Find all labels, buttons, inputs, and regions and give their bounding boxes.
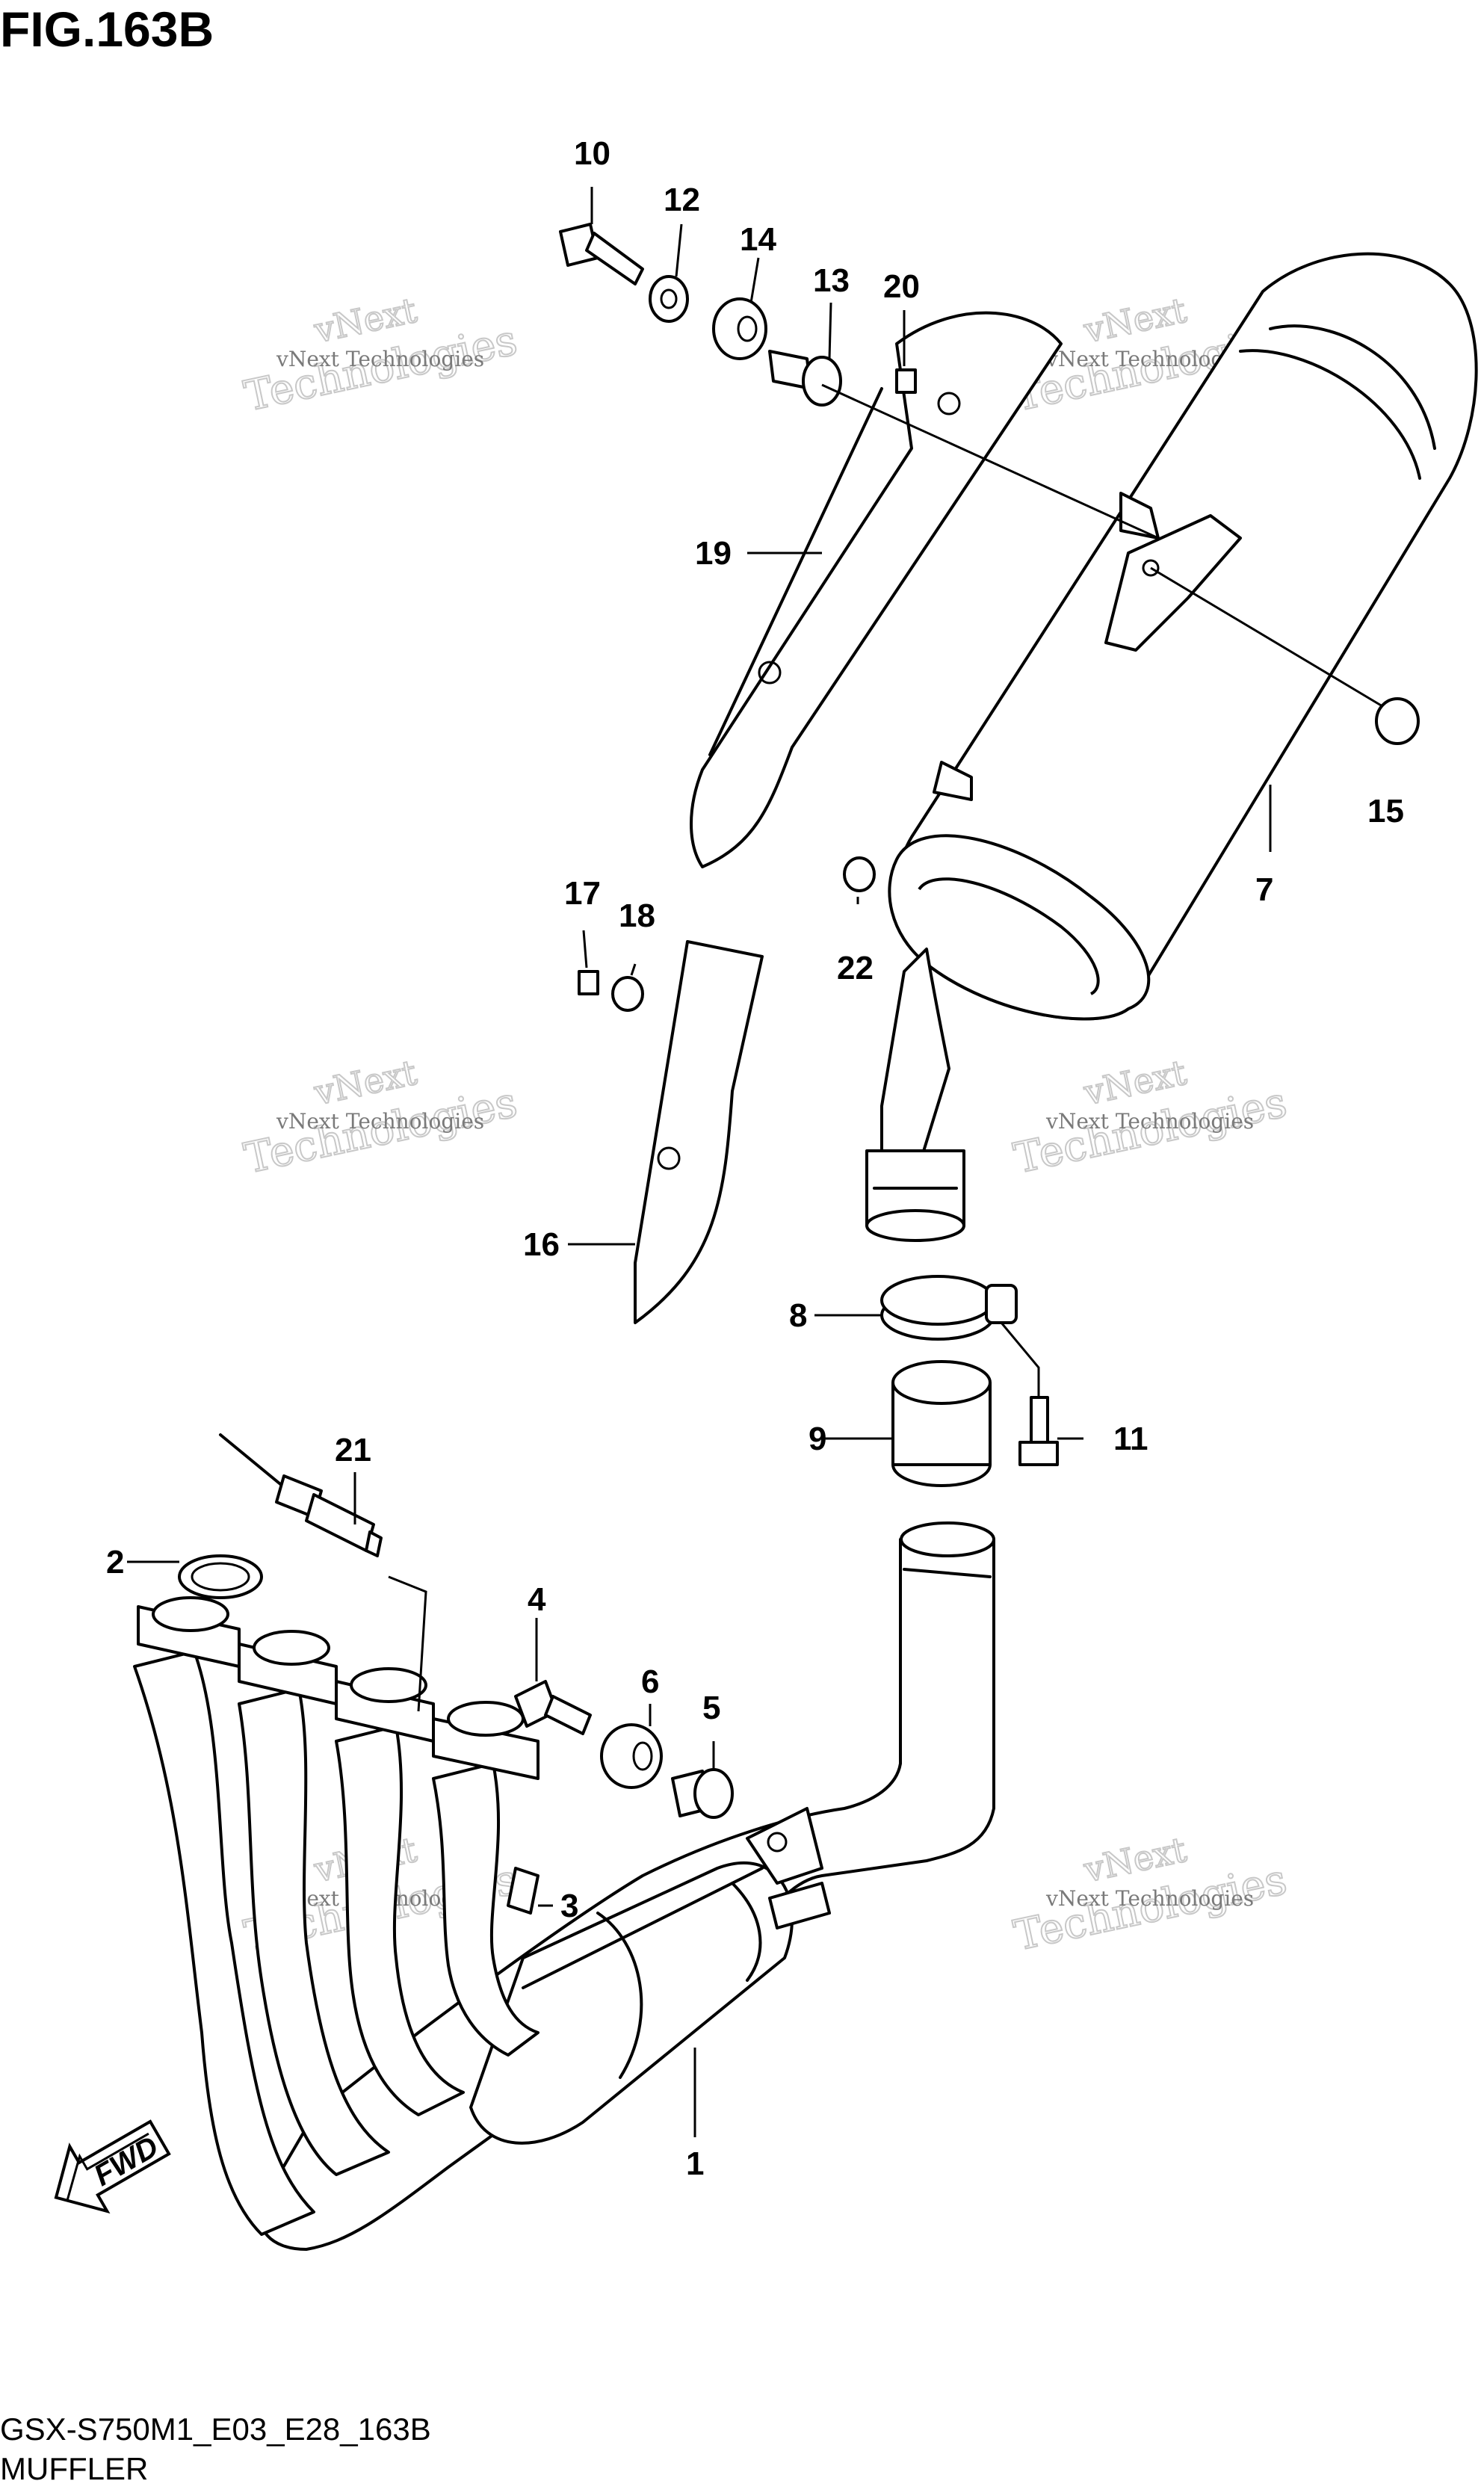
grommet-hole: [632, 1741, 653, 1771]
model-code: GSX-S750M1_E03_E28_163B: [0, 2412, 431, 2447]
watermark: vNext Technologies vNext Technologies: [239, 1051, 522, 1184]
washer: [611, 976, 644, 1012]
callout-20: 20: [883, 268, 920, 305]
grommet: [712, 297, 767, 360]
bolt-shank: [544, 1695, 592, 1735]
exhaust-gasket: [178, 1554, 263, 1599]
gasket: [891, 1360, 992, 1487]
leader-lines: [127, 187, 1383, 2137]
callout-12: 12: [664, 182, 700, 218]
callout-11: 11: [1113, 1421, 1148, 1457]
grommet: [600, 1723, 663, 1789]
oxygen-sensor: [219, 1433, 383, 1557]
callout-1: 1: [686, 2145, 704, 2182]
nut: [1375, 697, 1420, 745]
callout-10: 10: [574, 135, 610, 172]
callout-8: 8: [789, 1297, 807, 1334]
washer: [649, 275, 689, 323]
collar-flange: [802, 356, 842, 407]
watermark-small: vNext Technologies: [1045, 1109, 1254, 1134]
bolt: [1018, 1396, 1059, 1466]
callout-3: 3: [560, 1888, 578, 1924]
bolt: [559, 223, 644, 285]
collar-flange: [693, 1768, 734, 1819]
callout-13: 13: [813, 262, 850, 299]
watermark: vNext Technologies vNext Technologies: [1009, 1051, 1291, 1184]
washer-hole: [660, 288, 678, 309]
callout-labels: 10 12 14 13 20 19 15 7 17 18 22 16 8 9 1…: [106, 135, 1404, 2182]
watermark-small: vNext Technologies: [276, 1109, 484, 1134]
heat-shield-lower: [634, 940, 764, 1324]
watermark-small: vNext Technologies: [276, 347, 484, 371]
callout-22: 22: [837, 950, 874, 986]
callout-16: 16: [523, 1226, 560, 1263]
figure-title: FIG.163B: [0, 1, 214, 57]
watermark: vNext Technologies vNext Technologies: [1009, 1829, 1291, 1962]
nut: [843, 856, 876, 892]
callout-21: 21: [335, 1432, 371, 1468]
callout-14: 14: [740, 221, 776, 258]
watermark: vNext Technologies vNext Technologies: [239, 289, 522, 422]
callout-9: 9: [809, 1421, 826, 1457]
callout-17: 17: [564, 875, 601, 912]
clamp: [880, 1275, 1018, 1341]
callout-2: 2: [106, 1544, 124, 1581]
fwd-arrow-icon: FWD: [54, 2119, 171, 2214]
callout-4: 4: [528, 1581, 546, 1618]
callout-15: 15: [1367, 793, 1404, 829]
callout-7: 7: [1255, 871, 1273, 908]
bolt: [507, 1867, 540, 1915]
callout-19: 19: [695, 535, 732, 572]
exhaust-pipe: [133, 1521, 995, 2251]
screw: [578, 970, 599, 995]
grommet-hole: [737, 315, 758, 342]
callout-18: 18: [619, 897, 655, 934]
screw: [895, 368, 917, 394]
callout-5: 5: [702, 1690, 720, 1726]
callout-6: 6: [641, 1663, 659, 1700]
muffler-body: [865, 252, 1478, 1242]
watermark-small: vNext Technologies: [1045, 1886, 1254, 1911]
section-name: MUFFLER: [0, 2451, 148, 2481]
